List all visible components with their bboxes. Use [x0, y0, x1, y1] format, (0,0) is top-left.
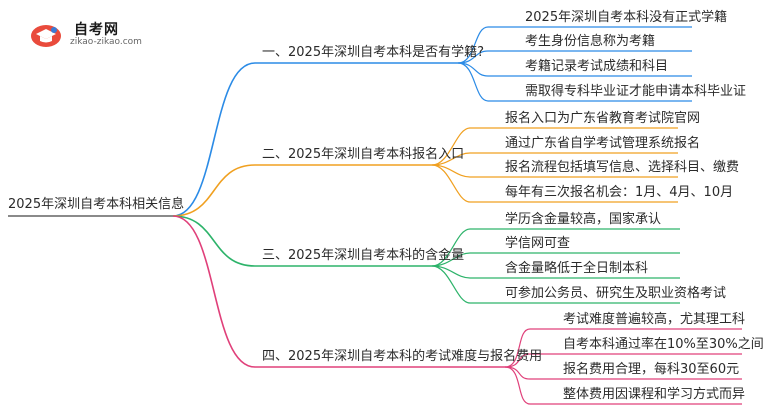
leaf-label: 含金量略低于全日制本科 [505, 261, 649, 276]
leaf-label: 考生身份信息称为考籍 [525, 34, 656, 49]
leaf-label: 报名费用合理，每科30至60元 [563, 362, 740, 377]
branch-connector [172, 62, 256, 217]
leaf-label: 可参加公务员、研究生及职业资格考试 [505, 286, 727, 301]
leaf-label: 报名流程包括填写信息、选择科目、缴费 [505, 160, 740, 175]
leaf-connector [504, 366, 531, 405]
leaf-connector [457, 62, 489, 102]
branch-connector [172, 164, 256, 217]
leaf-label: 自考本科通过率在10%至30%之间 [563, 337, 764, 352]
root-topic: 2025年深圳自考本科相关信息 [8, 197, 185, 212]
leaf-label: 每年有三次报名机会：1月、4月、10月 [505, 185, 734, 200]
branch-label: 二、2025年深圳自考本科报名入口 [262, 147, 465, 162]
leaf-label: 考籍记录考试成绩和科目 [525, 59, 669, 74]
leaf-label: 学历含金量较高，国家承认 [505, 212, 662, 227]
branch-connector [172, 215, 256, 267]
graduation-cap-icon [31, 25, 61, 47]
leaf-connector [457, 26, 489, 64]
leaf-connector [431, 265, 471, 304]
leaf-connector [431, 228, 471, 267]
leaf-label: 整体费用因课程和学习方式而异 [563, 387, 746, 402]
branch-connector [172, 215, 256, 368]
leaf-label: 需取得专科毕业证才能申请本科毕业证 [525, 84, 747, 99]
leaf-connector [504, 366, 531, 380]
branch-label: 三、2025年深圳自考本科的含金量 [262, 248, 465, 263]
site-logo: 自考网 zikao-zikao.com [30, 18, 170, 52]
leaf-connector [504, 328, 531, 368]
leaf-connector [431, 127, 471, 166]
leaf-label: 通过广东省自学考试管理系统报名 [505, 136, 701, 151]
leaf-connector [457, 62, 489, 77]
leaf-connector [431, 152, 471, 166]
branch-label: 四、2025年深圳自考本科的考试难度与报名费用 [262, 349, 543, 364]
leaf-label: 报名入口为广东省教育考试院官网 [505, 111, 701, 126]
leaf-label: 学信网可查 [505, 236, 571, 251]
leaf-label: 2025年深圳自考本科没有正式学籍 [525, 10, 728, 25]
leaf-connector [431, 252, 471, 267]
logo-title: 自考网 [74, 22, 119, 38]
logo-url: zikao-zikao.com [70, 37, 142, 47]
branch-label: 一、2025年深圳自考本科是否有学籍? [262, 45, 484, 60]
leaf-connector [431, 164, 471, 203]
leaf-label: 考试难度普遍较高，尤其理工科 [563, 312, 746, 327]
